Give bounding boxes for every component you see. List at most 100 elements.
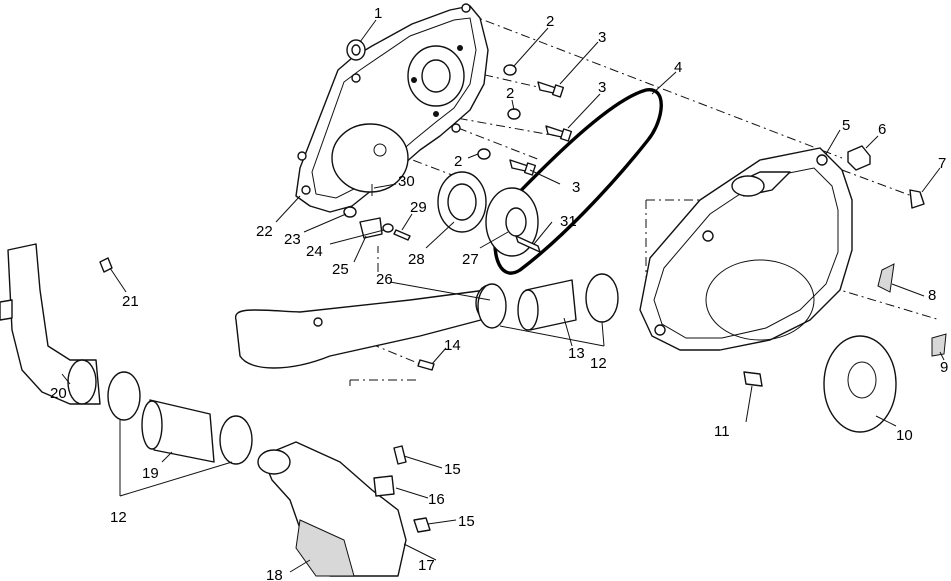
callout-12: 12 bbox=[590, 355, 607, 372]
callout-3: 3 bbox=[598, 29, 606, 46]
cover-plate-inner-rim bbox=[311, 17, 477, 199]
screw-15-lower bbox=[413, 517, 431, 533]
air-duct-body bbox=[234, 289, 501, 369]
intake-box bbox=[257, 441, 407, 577]
clamp-upper-right bbox=[585, 273, 619, 323]
outer-cover-spout-opening bbox=[731, 175, 765, 197]
outer-cover-ear bbox=[702, 230, 714, 242]
cover-plate-tab-hole bbox=[301, 185, 311, 195]
axis-line-bolt-3c bbox=[457, 127, 541, 161]
callout-17: 17 bbox=[418, 557, 435, 574]
callout-8: 8 bbox=[928, 287, 936, 304]
callout-5: 5 bbox=[842, 117, 850, 134]
decal-9 bbox=[931, 333, 947, 357]
inner-cover-plate bbox=[295, 3, 489, 213]
intake-box-filter bbox=[295, 519, 355, 577]
callout-18: 18 bbox=[266, 567, 283, 581]
washer-24 bbox=[382, 223, 394, 233]
cover-plate-tab-hole bbox=[351, 73, 361, 83]
callout-15: 15 bbox=[444, 461, 461, 478]
callout-23: 23 bbox=[284, 231, 301, 248]
callout-12: 12 bbox=[110, 509, 127, 526]
outer-cover-ear bbox=[816, 154, 828, 166]
callout-19: 19 bbox=[142, 465, 159, 482]
air-duct-tab bbox=[313, 317, 323, 327]
cover-plate-rivet bbox=[433, 111, 439, 117]
callout-30: 30 bbox=[398, 173, 415, 190]
seal-27 bbox=[485, 187, 539, 257]
axis-line-bolt-3b bbox=[439, 114, 569, 139]
intake-box-body bbox=[261, 441, 407, 577]
decal-8 bbox=[877, 263, 895, 293]
screw-29 bbox=[393, 229, 411, 241]
screw-31 bbox=[515, 235, 541, 253]
clip-25 bbox=[359, 217, 383, 239]
cover-plate-hub-bore bbox=[421, 59, 451, 93]
callout-28: 28 bbox=[408, 251, 425, 268]
callout-25: 25 bbox=[332, 261, 349, 278]
cover-plate-tab-hole bbox=[451, 123, 461, 133]
axis-line-clutch bbox=[739, 259, 941, 321]
cover-plate-rivet bbox=[411, 77, 417, 83]
callout-4: 4 bbox=[674, 59, 682, 76]
clamps-12 bbox=[107, 273, 619, 465]
screw-15-upper bbox=[393, 445, 407, 465]
callout-24: 24 bbox=[306, 243, 323, 260]
screw-21 bbox=[99, 257, 113, 273]
hardware-23-25 bbox=[343, 184, 411, 241]
cover-plate-port bbox=[331, 123, 409, 193]
callout-6: 6 bbox=[878, 121, 886, 138]
callout-26: 26 bbox=[376, 271, 393, 288]
screw-14 bbox=[417, 359, 435, 371]
left-duct-mouth bbox=[67, 359, 97, 405]
callout-2: 2 bbox=[506, 85, 514, 102]
callout-16: 16 bbox=[428, 491, 445, 508]
callout-labels: 1 2 2 2 3 3 3 4 5 6 7 8 9 10 11 12 12 13… bbox=[50, 5, 948, 581]
left-duct-flange bbox=[0, 299, 13, 321]
air-duct-26 bbox=[234, 284, 505, 369]
callout-11: 11 bbox=[714, 423, 730, 440]
drive-belt bbox=[493, 88, 663, 275]
clamp-lower-left bbox=[107, 371, 141, 421]
callout-9: 9 bbox=[940, 359, 948, 376]
clamp-lower-right bbox=[219, 415, 253, 465]
axis-line-bolt-7 bbox=[841, 169, 913, 197]
bolt-11 bbox=[743, 371, 763, 387]
nut-23 bbox=[343, 206, 357, 218]
outer-cover-shell bbox=[639, 147, 853, 351]
axis-line-upper bbox=[467, 13, 843, 159]
clip-6 bbox=[847, 145, 871, 171]
bolts-3 bbox=[509, 81, 573, 176]
callout-2: 2 bbox=[546, 13, 554, 30]
callout-3: 3 bbox=[598, 79, 606, 96]
clamp-upper-left bbox=[477, 283, 507, 329]
axis-line-seal bbox=[359, 139, 461, 179]
callout-29: 29 bbox=[410, 199, 427, 216]
outer-cover-dome bbox=[705, 259, 815, 341]
callout-1: 1 bbox=[374, 5, 382, 22]
intake-box-mouth bbox=[257, 449, 291, 475]
bolt-7 bbox=[909, 189, 925, 209]
callout-21: 21 bbox=[122, 293, 139, 310]
outer-cover-ear bbox=[654, 324, 666, 336]
cover-plate-tab-hole bbox=[461, 3, 471, 13]
sleeve-13 bbox=[517, 279, 577, 331]
cover-plate-tab-hole bbox=[297, 151, 307, 161]
callout-13: 13 bbox=[568, 345, 585, 362]
callout-3: 3 bbox=[572, 179, 580, 196]
cover-plate-rivet bbox=[457, 45, 463, 51]
callout-14: 14 bbox=[444, 337, 461, 354]
sleeve-19 bbox=[141, 399, 215, 463]
intake-box-grommet bbox=[373, 475, 395, 497]
callout-20: 20 bbox=[50, 385, 67, 402]
callout-31: 31 bbox=[560, 213, 577, 230]
cover-plate-hole bbox=[373, 143, 387, 157]
left-duct-20 bbox=[0, 243, 101, 405]
callout-10: 10 bbox=[896, 427, 913, 444]
callout-7: 7 bbox=[938, 155, 946, 172]
outer-clutch-cover bbox=[639, 147, 853, 351]
callout-15: 15 bbox=[458, 513, 475, 530]
callout-2: 2 bbox=[454, 153, 462, 170]
